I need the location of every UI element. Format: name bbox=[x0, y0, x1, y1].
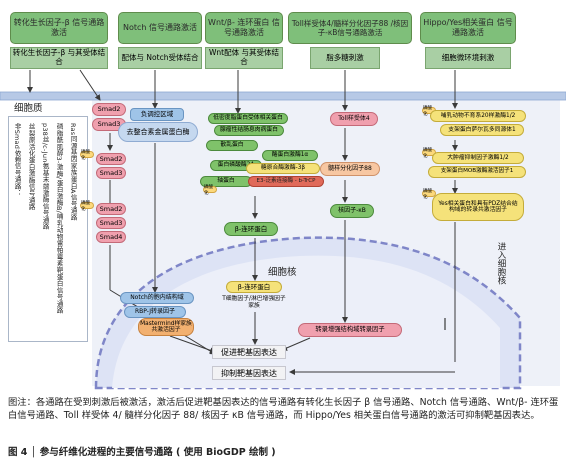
phos-tag: 磷酸化 bbox=[80, 201, 94, 212]
label-cytoplasm: 细胞质 bbox=[14, 103, 43, 114]
sub-microenv-stimulation: 细胞微环境刺激 bbox=[425, 47, 511, 69]
smad3-complex: Smad3 bbox=[96, 217, 126, 229]
lrp-receptor: 低密度脂蛋白受体相关蛋白 bbox=[208, 113, 288, 124]
header-hippo: Hippo/Yes相关蛋白 信号通路激活 bbox=[420, 12, 516, 44]
cell-membrane bbox=[0, 91, 566, 101]
non-smad-line-2: 丝裂原活化蛋白激酶信号通路 bbox=[27, 123, 36, 211]
smad2-receptor: Smad2 bbox=[92, 103, 126, 116]
beta-catenin-nucleus: β-连环蛋白 bbox=[226, 281, 282, 293]
smad3-phos: Smad3 bbox=[96, 167, 126, 179]
pathway-diagram: 转化生长因子-β 信号通路激活 Notch 信号通路激活 Wnt/β- 连环蛋白… bbox=[0, 12, 566, 390]
lats-kinase: 大肿瘤抑制因子激酶1/2 bbox=[432, 152, 524, 164]
label-enter-nucleus: 进入细胞核 bbox=[496, 242, 506, 285]
non-smad-line-4: 磷脂酰肌醇3-激酶/蛋白激酶B/哺乳动物雷帕霉素靶蛋白信号通路 bbox=[55, 123, 64, 314]
transcription-enhancer-factor: 转录增强结构域转录因子 bbox=[298, 323, 402, 337]
notch-negative-regulatory-region: 负调控区域 bbox=[130, 108, 184, 121]
nucleus-inner bbox=[112, 255, 500, 388]
header-wnt: Wnt/β- 连环蛋白 信号通路激活 bbox=[205, 12, 283, 44]
myd88-factor: 髓样分化因子88 bbox=[320, 162, 380, 176]
notch-intracellular-domain: Notch的胞内结构域 bbox=[120, 292, 194, 304]
label-nucleus: 细胞核 bbox=[268, 267, 297, 278]
header-tgf-beta: 转化生长因子-β 信号通路激活 bbox=[10, 12, 108, 44]
non-smad-line-5: Ras同源基因家族蛋白A信号通路 bbox=[69, 123, 78, 221]
phos-tag: 磷酸化 bbox=[422, 189, 436, 200]
gsk3-beta: 糖原合酶激酶-3β bbox=[246, 163, 320, 174]
diagram-background bbox=[0, 69, 566, 390]
smad4-complex: Smad4 bbox=[96, 231, 126, 243]
inhibit-target-gene-expression: 抑制靶基因表达 bbox=[212, 366, 286, 380]
promote-target-gene-expression: 促进靶基因表达 bbox=[212, 345, 286, 359]
mst-kinase: 哺乳动物不育系20样激酶1/2 bbox=[430, 110, 526, 122]
nfkb-factor: 核因子-κB bbox=[330, 204, 374, 218]
non-smad-line-3: p38丝/c-Jun氨基末端激酶信号通路 bbox=[41, 123, 50, 230]
dishevelled-protein: 散乱蛋白 bbox=[206, 140, 258, 151]
rbpj-factor: RBP-J转录因子 bbox=[124, 306, 186, 318]
non-smad-panel: 非Smad依赖信号通路： 丝裂原活化蛋白激酶信号通路 p38丝/c-Jun氨基末… bbox=[8, 116, 88, 342]
ck1-alpha: 酪蛋白激酶1α bbox=[262, 150, 318, 161]
header-notch: Notch 信号通路激活 bbox=[118, 12, 202, 44]
smad3-receptor: Smad3 bbox=[92, 118, 126, 131]
sub-tgf-binding: 转化生长因子-β 与其受体结合 bbox=[10, 47, 108, 69]
smad2-phos: Smad2 bbox=[96, 153, 126, 165]
apc-protein: 腺瘤性结肠息肉病蛋白 bbox=[214, 125, 284, 136]
yap-taz-coactivator: Yes相关蛋白和具有PDZ结合结构域的转录共激活因子 bbox=[432, 193, 524, 221]
phos-tag: 磷酸化 bbox=[80, 150, 94, 161]
sub-lps-stimulation: 脂多糖刺激 bbox=[310, 47, 380, 69]
smad2-complex: Smad2 bbox=[96, 203, 126, 215]
sav1-scaffold: 支架蛋白萨尔瓦多同源体1 bbox=[440, 124, 524, 136]
maml-coactivator: Mastermind样家族共激活因子 bbox=[138, 318, 194, 336]
phos-tag: 磷酸化 bbox=[203, 185, 217, 196]
sub-wnt-binding: Wnt配体 与其受体结合 bbox=[205, 47, 283, 69]
mob1-scaffold: 支架蛋白MOB激酶激活因子1 bbox=[428, 166, 526, 178]
tlr4-receptor: Toll样受体4 bbox=[330, 112, 378, 126]
figure-title: 图 4 │ 参与纤维化进程的主要信号通路 ( 使用 BioGDP 绘制 ) bbox=[8, 447, 276, 458]
beta-catenin-cytoplasm: β-连环蛋白 bbox=[224, 222, 278, 236]
e3-ligase-btrcp: E3-泛素连接酶 - b-TrCP bbox=[248, 176, 324, 187]
adam-protease: 去整合素金属蛋白酶 bbox=[118, 122, 198, 142]
figure-caption: 图注：各通路在受到刺激后被激活，激活后促进靶基因表达的信号通路有转化生长因子 β… bbox=[8, 397, 559, 422]
tcf-lef-family: T细胞因子/淋巴增强因子家族 bbox=[222, 296, 286, 309]
non-smad-line-1: 非Smad依赖信号通路： bbox=[13, 123, 22, 196]
sub-notch-binding: 配体与 Notch受体结合 bbox=[118, 47, 202, 69]
header-toll: Toll样受体4/髓样分化因子88 /核因子-κB信号通路激活 bbox=[288, 12, 412, 44]
